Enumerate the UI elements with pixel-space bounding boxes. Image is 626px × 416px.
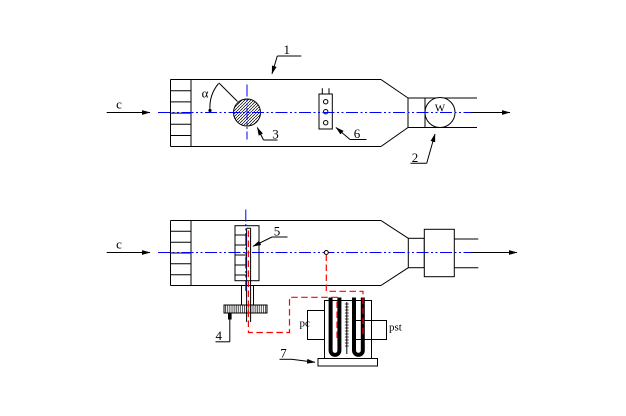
manometer-scale-ticks (344, 303, 349, 347)
total-pressure-line (247, 230, 338, 340)
holder-hole (323, 109, 329, 115)
u-tube-manometer (307, 297, 387, 367)
text-labels: c α 1 2 3 6 W c 5 4 7 pc pst (116, 42, 446, 361)
top-apparatus (106, 55, 511, 164)
holder-body (318, 93, 333, 130)
converging-nozzle (380, 220, 409, 286)
holder-label: 6 (354, 126, 361, 141)
label-leaders-bottom (215, 236, 316, 364)
exit-duct-lines (454, 238, 479, 269)
test-body-label: 3 (272, 126, 279, 141)
label1-leader (271, 55, 278, 75)
label4-arrow-square (228, 313, 232, 320)
label7-leader (291, 358, 316, 364)
holder-hole (323, 99, 329, 105)
holder-hole (323, 120, 329, 126)
black-linework (106, 55, 518, 367)
pc-connection-box (307, 310, 325, 340)
label-leaders-top (256, 55, 436, 164)
pst-connection-box (354, 320, 387, 340)
pressure-tubing (247, 230, 364, 340)
inlet-velocity-label-top: c (116, 96, 122, 111)
centerlines (158, 84, 471, 291)
manometer-label: 7 (280, 346, 287, 361)
manometer-base (317, 358, 378, 367)
converging-nozzle (380, 79, 409, 147)
u-tube-left (328, 297, 342, 357)
bottom-apparatus (106, 220, 518, 367)
angle-arc (209, 83, 219, 111)
angle-label: α (202, 86, 209, 101)
total-pressure-label: pc (300, 318, 311, 330)
inlet-velocity-label-bottom: c (116, 236, 122, 251)
static-pressure-line (325, 254, 364, 337)
static-pressure-label: pst (389, 322, 402, 334)
pitot-probe-assembly (223, 225, 268, 322)
probe-stem (241, 285, 254, 305)
label3-leader (256, 127, 264, 141)
traverse-label: 4 (216, 328, 223, 343)
static-pressure-tap (323, 250, 329, 255)
label2-leader (426, 133, 436, 164)
duct-label: 1 (283, 42, 290, 57)
holder-element (318, 88, 333, 130)
probe-label: 5 (274, 223, 281, 238)
probe-comb-teeth (235, 234, 247, 276)
label5-leader (252, 236, 273, 247)
label6-leader (335, 127, 351, 140)
fan-symbol: W (435, 103, 446, 115)
holder-top-pins (321, 88, 330, 94)
angle-arc-dot (208, 108, 212, 113)
fan-label: 2 (412, 150, 419, 165)
angle-reference-line (218, 82, 238, 102)
traverse-knob (223, 304, 268, 314)
exit-duct-lines (425, 97, 477, 128)
u-tube-right (352, 297, 365, 357)
